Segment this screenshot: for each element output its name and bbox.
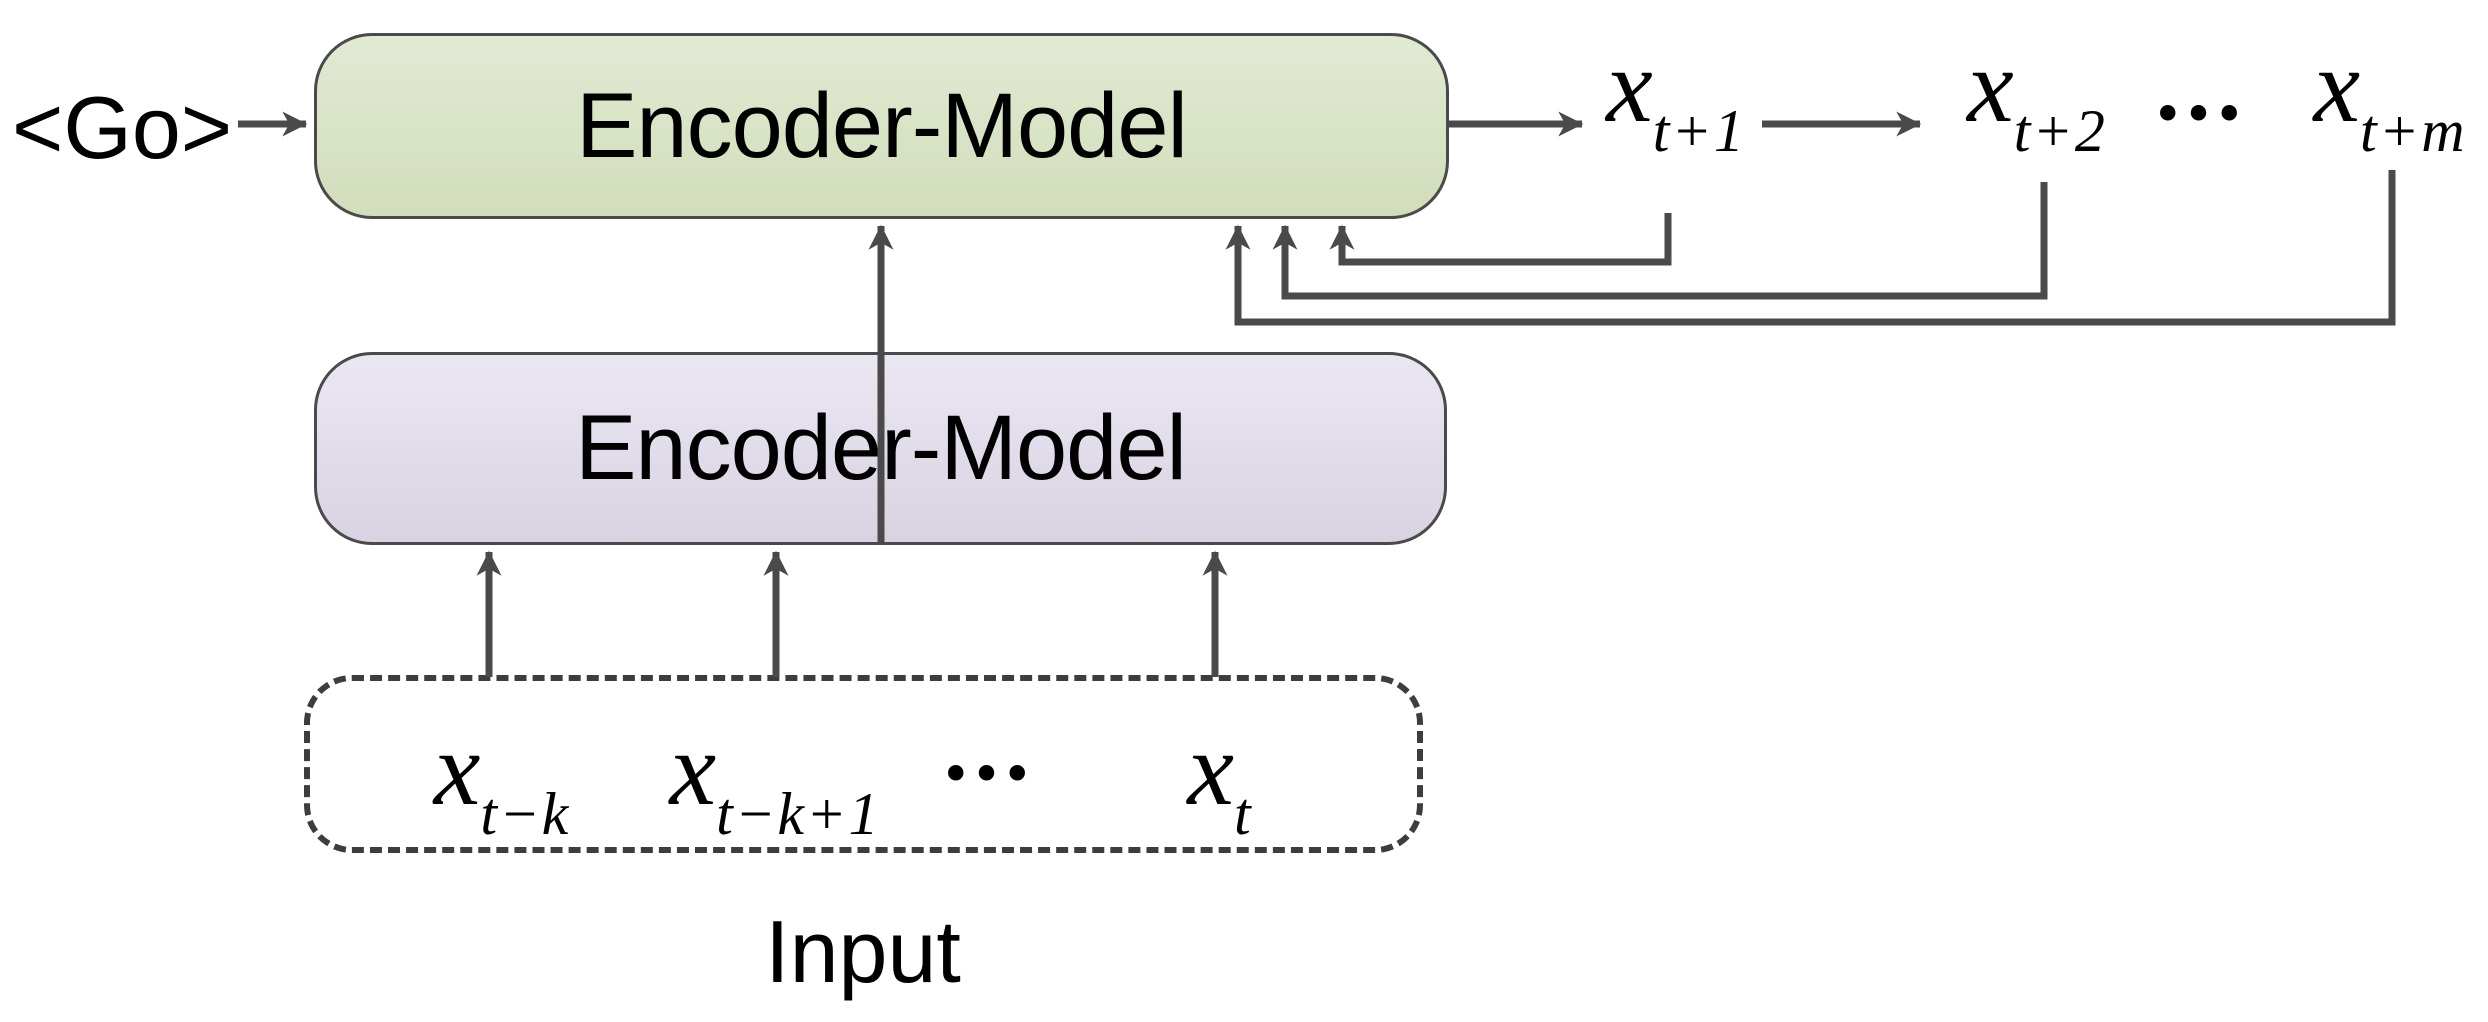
output-label-xtm: xt+m: [2313, 27, 2467, 164]
input-dashed-box: [304, 675, 1423, 853]
input-label-xtk1: xt−k+1: [669, 710, 881, 847]
input-label-xt: xt: [1187, 710, 1253, 847]
output-label-xt1: xt+1: [1606, 27, 1746, 164]
input-caption: Input: [765, 902, 961, 1001]
feedback-arrow-1: [1329, 213, 1672, 266]
input-ellipsis: ...: [943, 694, 1037, 800]
encoder-top-box: Encoder-Model: [314, 33, 1449, 219]
go-token-label: <Go>: [12, 78, 233, 177]
feedback-arrow-3: [1225, 170, 2396, 326]
feedback-arrow-2: [1272, 182, 2048, 300]
input-label-xtk: xt−k: [433, 710, 571, 847]
encoder-top-label: Encoder-Model: [576, 74, 1188, 177]
output-ellipsis: ...: [2155, 34, 2249, 140]
output-label-xt2: xt+2: [1967, 27, 2107, 164]
